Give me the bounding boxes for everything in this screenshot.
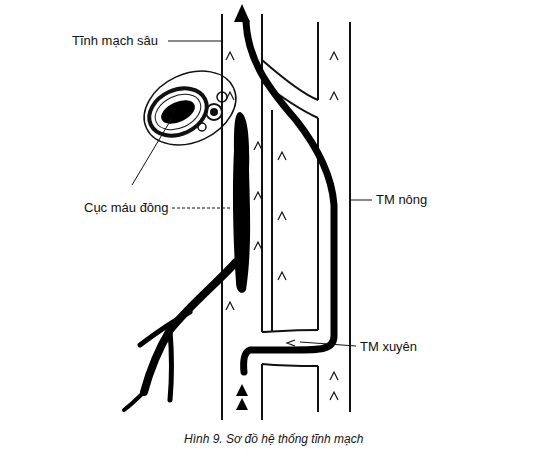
vein-label: TM nông [376, 192, 427, 207]
clot-label: Cục máu đông [84, 200, 169, 215]
leader-lines [168, 41, 372, 346]
vein-label: TM xuyên [360, 339, 417, 354]
vein-branches [124, 262, 236, 410]
bottom-arrows [236, 384, 248, 410]
flow-arrows [226, 52, 338, 400]
arrow-head [234, 4, 250, 22]
blood-flow [244, 22, 334, 372]
figure-caption: Hình 9. Sơ đồ hệ thống tĩnh mạch [184, 432, 363, 446]
vein-label: Tĩnh mạch sâu [72, 33, 158, 48]
vessel-walls [222, 14, 350, 420]
cross-section [132, 57, 248, 185]
